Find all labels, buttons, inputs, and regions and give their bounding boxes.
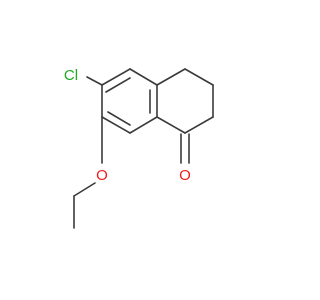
bond-c8-c9 [129, 116, 158, 134]
bond-c1-c8 [156, 116, 186, 134]
bond-c5-c6 [101, 68, 131, 86]
bonds [73, 68, 214, 229]
chlorine-label: Cl [64, 67, 78, 84]
carbonyl-oxygen-label: O [179, 167, 191, 184]
bond-c5-c6-inner [105, 77, 131, 93]
ether-oxygen-label: O [96, 167, 108, 184]
bond-c4-c3 [184, 68, 214, 86]
bond-c9-c10-inner [107, 111, 131, 126]
bond-c6-c7 [129, 68, 158, 86]
bond-c9-c10 [101, 116, 131, 134]
bond-c7-c4 [156, 68, 186, 86]
bond-c5-cl [86, 76, 103, 86]
bond-c2-c1 [184, 116, 214, 134]
molecule-structure: Cl O O [64, 67, 214, 229]
atom-labels: Cl O O [64, 67, 191, 184]
bond-o-ch2 [73, 182, 96, 197]
